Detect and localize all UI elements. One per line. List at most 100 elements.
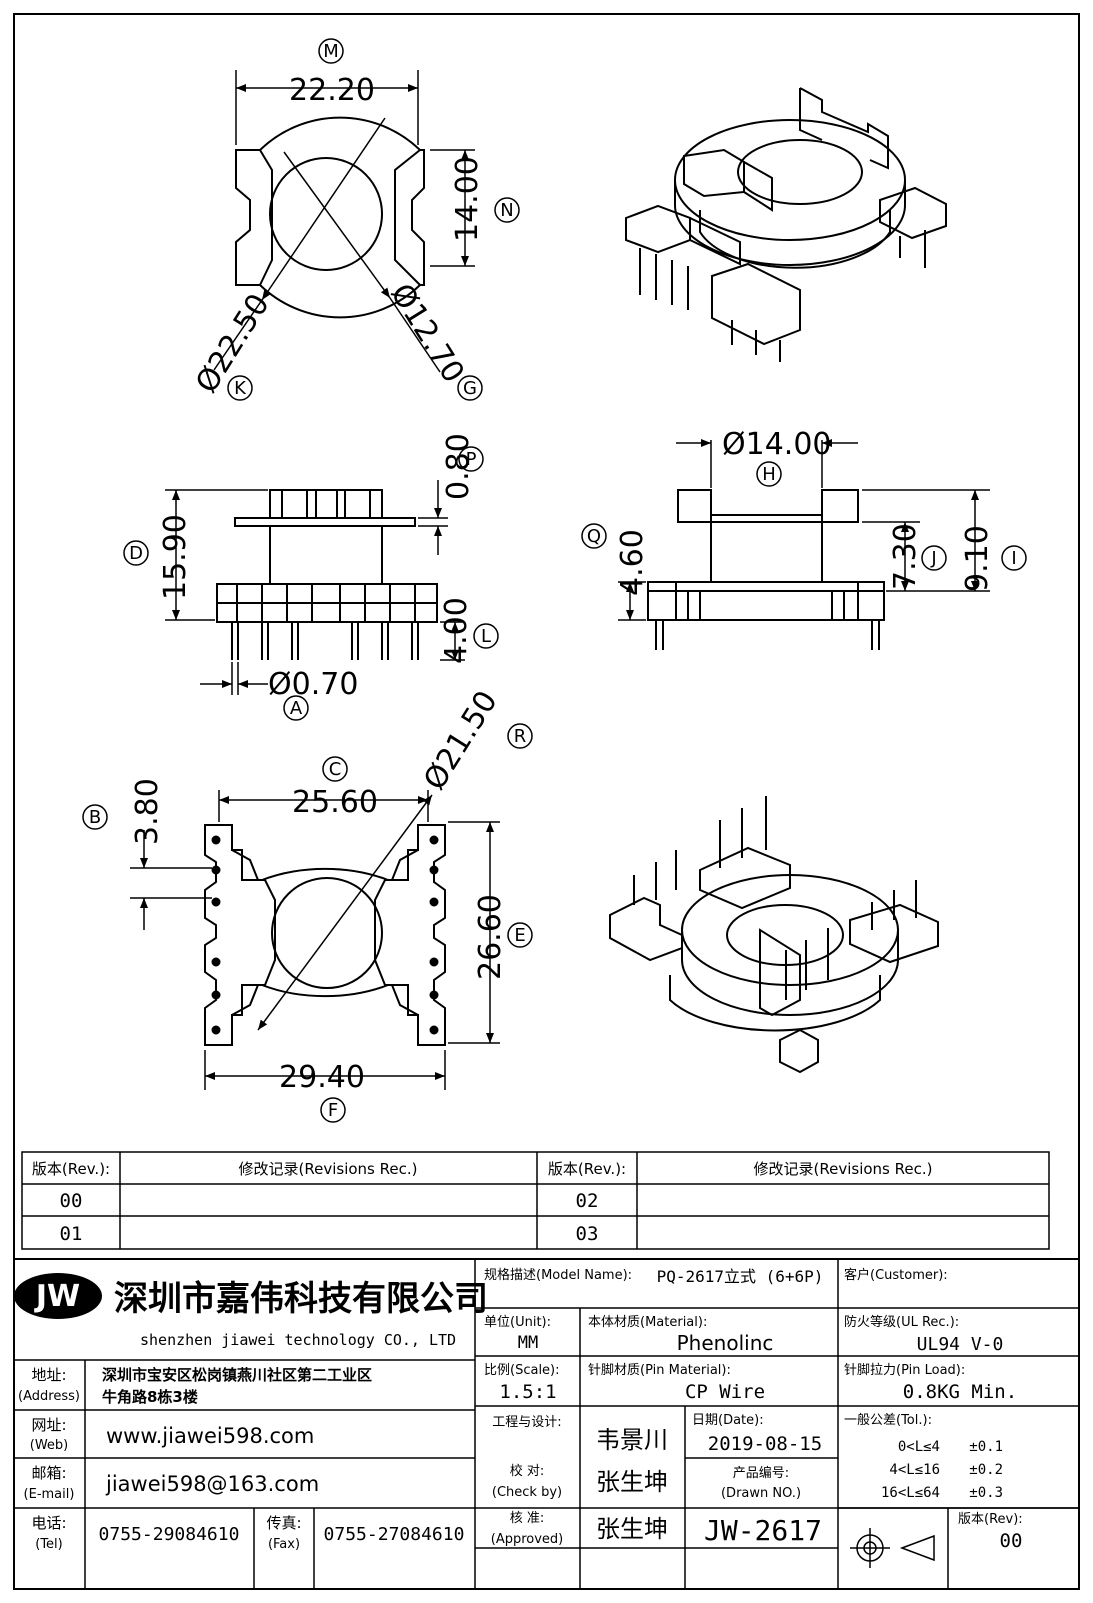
label-circle-e <box>507 922 533 948</box>
address-line-2: 牛角路8栋3楼 <box>102 1388 198 1406</box>
projection-symbol-icon <box>850 1528 935 1568</box>
label-n: N <box>500 200 513 221</box>
company-name-en: shenzhen jiawei technology CO., LTD <box>140 1331 456 1349</box>
label-l: L <box>481 626 491 647</box>
label-circle-a <box>283 695 309 721</box>
address-label-en: (Address) <box>18 1389 80 1404</box>
dim-n: 14.00 <box>450 156 485 242</box>
label-m: M <box>323 41 339 62</box>
pin-material-label: 针脚材质(Pin Material): <box>588 1362 731 1378</box>
model-value: PQ-2617立式 (6+6P) <box>657 1267 824 1286</box>
tel-label-en: (Tel) <box>35 1537 63 1552</box>
label-circle-j <box>921 545 947 571</box>
dim-g: Ø12.70 <box>383 278 471 389</box>
company-logo: JW <box>14 1273 102 1319</box>
date-value: 2019-08-15 <box>708 1433 822 1455</box>
scale-value: 1.5:1 <box>499 1381 556 1403</box>
address-line-1: 深圳市宝安区松岗镇燕川社区第二工业区 <box>102 1366 372 1384</box>
customer-label: 客户(Customer): <box>844 1267 948 1283</box>
dim-r: Ø21.50 <box>417 685 505 796</box>
unit-label: 单位(Unit): <box>484 1315 551 1330</box>
dim-b: 3.80 <box>130 778 165 845</box>
designer-name: 韦景川 <box>596 1426 668 1454</box>
label-circle-d <box>123 540 149 566</box>
label-circle-b <box>82 804 108 830</box>
front-view <box>165 480 465 695</box>
top-view <box>213 70 475 373</box>
approve-label-en: (Approved) <box>491 1532 564 1547</box>
rev-col-header-left: 版本(Rev.): <box>32 1160 110 1178</box>
approver-name: 张生坤 <box>596 1515 668 1543</box>
side-view-labels: Ø14.00 H 4.60 Q 7.30 J 9.10 I <box>581 427 1027 596</box>
label-c: C <box>329 759 342 780</box>
label-r: R <box>514 726 527 747</box>
isometric-view-top <box>625 87 947 362</box>
drawing-number: JW-2617 <box>704 1514 822 1547</box>
pin-material-value: CP Wire <box>685 1381 765 1403</box>
checker-name: 张生坤 <box>596 1468 668 1496</box>
label-circle-g <box>457 375 483 401</box>
dim-m: 22.20 <box>289 73 375 108</box>
dim-d: 15.90 <box>158 514 193 600</box>
bottom-view <box>130 790 500 1090</box>
email-label: 邮箱: <box>31 1464 66 1482</box>
dim-i: 9.10 <box>960 525 995 592</box>
isometric-view-bottom <box>609 796 939 1074</box>
dim-c: 25.60 <box>292 785 378 820</box>
title-block-grid <box>14 1258 1079 1589</box>
dim-j: 7.30 <box>888 523 923 590</box>
fax-label: 传真: <box>266 1514 301 1532</box>
ul-value: UL94 V-0 <box>917 1334 1004 1355</box>
material-value: Phenolinc <box>677 1331 774 1355</box>
top-view-labels: M 22.20 14.00 N Ø22.50 K Ø12.70 G <box>189 38 520 401</box>
ul-label: 防火等级(UL Rec.): <box>844 1314 959 1330</box>
scale-label: 比例(Scale): <box>484 1363 560 1378</box>
rec-col-header-right: 修改记录(Revisions Rec.) <box>754 1160 933 1178</box>
label-p: P <box>466 449 477 470</box>
label-circle-r <box>507 723 533 749</box>
drawn-label-en: (Drawn NO.) <box>721 1486 801 1501</box>
rev-row-left-0: 00 <box>60 1190 83 1212</box>
pin-load-label: 针脚拉力(Pin Load): <box>844 1362 965 1378</box>
date-label: 日期(Date): <box>692 1413 764 1428</box>
label-e: E <box>514 925 525 946</box>
tol-range-1: 4<L≤16 <box>889 1462 940 1478</box>
dim-h: Ø14.00 <box>722 427 832 462</box>
label-f: F <box>328 1100 338 1121</box>
label-circle-h <box>756 461 782 487</box>
email-link[interactable]: jiawei598@163.com <box>105 1472 319 1496</box>
tol-range-2: 16<L≤64 <box>881 1485 940 1501</box>
address-label: 地址: <box>31 1366 66 1384</box>
tol-value-1: ±0.2 <box>969 1462 1003 1478</box>
dim-k: Ø22.50 <box>189 288 277 399</box>
rev-value: 00 <box>1000 1530 1023 1552</box>
label-g: G <box>463 378 477 399</box>
label-i: I <box>1011 548 1016 569</box>
side-view <box>618 439 990 650</box>
label-circle-f <box>320 1097 346 1123</box>
rev-col-header-right: 版本(Rev.): <box>548 1160 626 1178</box>
drawn-label: 产品编号: <box>733 1466 789 1481</box>
front-view-labels: 0.80 P 15.90 D 4.00 L Ø0.70 A <box>123 433 499 721</box>
email-label-en: (E-mail) <box>24 1487 75 1502</box>
tel-label: 电话: <box>31 1514 66 1532</box>
sheet-border <box>13 13 1080 1590</box>
website-link[interactable]: www.jiawei598.com <box>106 1424 314 1448</box>
rev-label: 版本(Rev): <box>958 1512 1023 1527</box>
rev-row-right-1: 03 <box>576 1223 599 1245</box>
dim-f: 29.40 <box>279 1060 365 1095</box>
logo-text: JW <box>34 1279 80 1314</box>
rec-col-header-left: 修改记录(Revisions Rec.) <box>239 1160 418 1178</box>
model-label: 规格描述(Model Name): <box>484 1267 632 1283</box>
label-j: J <box>930 548 936 569</box>
label-circle-i <box>1001 545 1027 571</box>
label-circle-m <box>318 38 344 64</box>
pin-load-value: 0.8KG Min. <box>903 1381 1017 1403</box>
label-circle-k <box>227 375 253 401</box>
dim-e: 26.60 <box>473 894 508 980</box>
label-k: K <box>234 378 247 399</box>
label-b: B <box>89 807 101 828</box>
material-label: 本体材质(Material): <box>588 1315 707 1330</box>
bottom-view-labels: C 25.60 Ø21.50 R 3.80 B 26.60 E 29.40 F <box>82 685 533 1123</box>
